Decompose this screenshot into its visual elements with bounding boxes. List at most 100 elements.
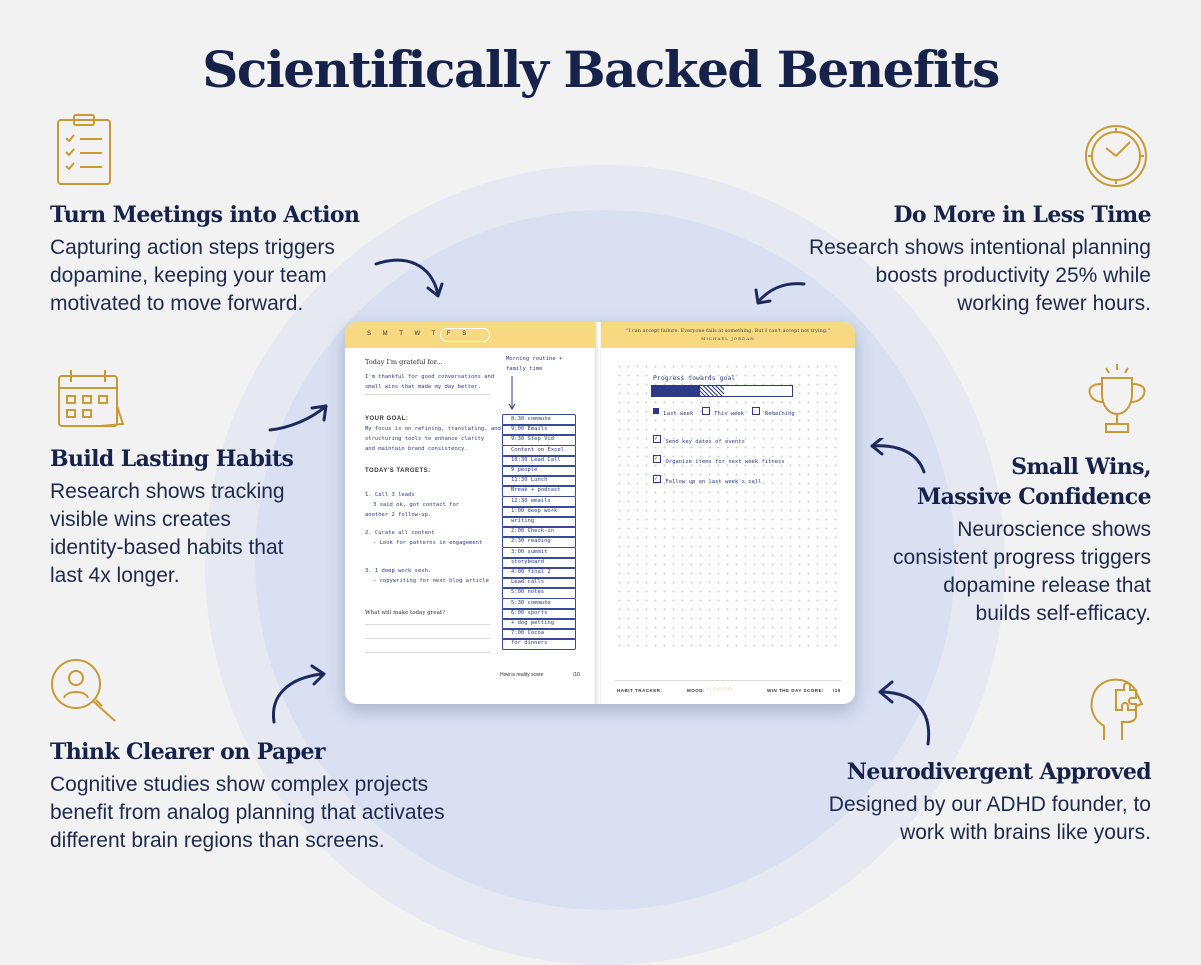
- schedule-slot: Lead calls: [502, 577, 576, 590]
- rule: [365, 652, 490, 653]
- benefit-turn-meetings: Turn Meetings into Action Capturing acti…: [50, 200, 410, 318]
- benefit-heading: Build Lasting Habits: [50, 446, 294, 472]
- schedule-entry: 3:00 summit: [511, 548, 548, 555]
- arrow-to-planner-4: [870, 438, 926, 474]
- schedule-entry: 6:00 sports: [511, 609, 548, 616]
- schedule-entry: 9:00 Emails: [511, 426, 548, 433]
- arrow-to-planner-3: [268, 404, 328, 432]
- target-item: 3. 1 deep work sesh.: [365, 568, 432, 574]
- day-score-denominator: /10: [573, 672, 580, 678]
- schedule-entry: 5:30 commute: [511, 599, 551, 606]
- mood-label: MOOD:: [687, 688, 705, 693]
- schedule-entry: writing: [511, 518, 535, 524]
- schedule-slot: 9 people: [502, 465, 576, 477]
- benefit-heading: Neurodivergent Approved: [846, 759, 1152, 785]
- schedule-slot: Content on Excel: [502, 444, 576, 457]
- schedule-entry: 10:30 Lead Call: [511, 456, 561, 463]
- date-pill: [440, 328, 490, 342]
- schedule-slot: 10:30 Lead Call: [502, 454, 576, 467]
- schedule-slot: storyboard: [502, 556, 576, 569]
- benefit-think-clearer: Think Clearer on Paper Cognitive studies…: [50, 737, 520, 855]
- schedule-entry: Break + podcast: [511, 487, 561, 494]
- target-item: another 2 follow-up.: [365, 512, 432, 518]
- mood-icons: ○○○○○: [707, 686, 734, 693]
- schedule-slot: 2:30 reading: [502, 536, 576, 549]
- schedule-arrow: [508, 376, 516, 410]
- magnifier-person-icon: [51, 659, 116, 722]
- weekday-letters: S M T W T F S: [367, 331, 472, 337]
- goal-text: and maintain brand consistency.: [365, 446, 468, 452]
- benefit-heading: Do More in Less Time: [893, 202, 1151, 228]
- schedule-entry: for dinners: [511, 640, 548, 647]
- benefit-small-wins: Small Wins,Massive Confidence Neuroscien…: [851, 452, 1152, 628]
- schedule-slot: 2:00 Check-in: [502, 526, 576, 539]
- grateful-text: small wins that made my day better.: [365, 384, 481, 390]
- benefit-heading: Small Wins,Massive Confidence: [916, 454, 1152, 510]
- schedule-slot: 8:30 commute: [502, 414, 576, 426]
- progress-this-week: [700, 386, 724, 396]
- schedule-entry: 12:30 emails: [511, 497, 551, 504]
- schedule-entry: 5:00 notes: [511, 589, 545, 596]
- win-score-denominator: /10: [833, 688, 841, 693]
- schedule-slot: 5:00 notes: [502, 587, 576, 600]
- target-item: 2. Curate all content: [365, 530, 435, 536]
- schedule-slot: Break + podcast: [502, 485, 576, 498]
- benefit-heading: Turn Meetings into Action: [50, 202, 360, 228]
- progress-title: Progress towards goal: [653, 374, 736, 382]
- progress-legend: Last week This week Remaining: [653, 402, 795, 420]
- day-score-label: How is reality score: [500, 672, 544, 678]
- planner-bottom-bar: HABIT TRACKER: MOOD: ○○○○○ WIN THE DAY S…: [601, 676, 855, 704]
- schedule-entry: Morning routine +: [506, 356, 563, 362]
- trophy-icon: [1088, 364, 1146, 433]
- clipboard-checklist-icon: [57, 114, 111, 185]
- planner-left-page: S M T W T F S Today I'm grateful for... …: [345, 322, 597, 704]
- benefit-lasting-habits: Build Lasting Habits Research shows trac…: [50, 444, 350, 590]
- arrow-to-planner-1: [374, 258, 444, 298]
- calendar-icon: [58, 370, 125, 427]
- schedule-entry: Lead calls: [511, 579, 545, 586]
- grateful-label: Today I'm grateful for...: [365, 358, 443, 366]
- goal-text: structuring tools to enhance clarity: [365, 436, 485, 442]
- rule: [365, 638, 490, 639]
- check-item: ✓ Follow up on last week's call: [653, 474, 762, 485]
- schedule-entry: 11:30 Lunch: [511, 477, 548, 484]
- clock-icon: [1085, 125, 1147, 187]
- quote: "I can accept failure. Everyone fails at…: [626, 328, 830, 341]
- arrow-to-planner-6: [878, 680, 931, 746]
- benefit-heading: Think Clearer on Paper: [50, 739, 325, 765]
- targets-label: TODAY'S TARGETS:: [365, 468, 431, 474]
- target-item: 1. Call 3 leads: [365, 492, 415, 498]
- page-title: Scientifically Backed Benefits: [202, 40, 1000, 99]
- schedule-slot: 3:00 summit: [502, 546, 576, 559]
- goal-label: YOUR GOAL:: [365, 416, 409, 422]
- check-item: ✓ Send key dates of events: [653, 434, 745, 445]
- schedule-slot: 9:00 Emails: [502, 424, 576, 437]
- schedule-entry: 2:00 Check-in: [511, 528, 555, 535]
- target-item: - Look for patterns in engagement: [373, 540, 483, 546]
- schedule-slot: 7:00 Cocoa: [502, 628, 576, 641]
- target-item: 3 said ok, got contact for: [373, 502, 460, 508]
- schedule-entry: 1:00 deep work: [511, 507, 558, 514]
- checklist: ✓ Send key dates of events ✓ Organize it…: [653, 430, 785, 488]
- schedule-entry: + dog petting: [511, 620, 555, 626]
- head-puzzle-icon: [1090, 678, 1144, 740]
- arrow-to-planner-5: [271, 664, 326, 724]
- goal-text: My focus is on refining, translating, an…: [365, 426, 501, 432]
- planner-header-bar: "I can accept failure. Everyone fails at…: [601, 322, 855, 348]
- schedule-slot: 1:00 deep work: [502, 505, 576, 518]
- progress-bar: [651, 385, 793, 397]
- schedule-slot: 4:00 final 2: [502, 567, 576, 579]
- benefit-do-more: Do More in Less Time Research shows inte…: [740, 200, 1152, 318]
- schedule-slot: 5:30 commute: [502, 597, 576, 610]
- progress-last-week: [652, 386, 700, 396]
- win-score-label: WIN THE DAY SCORE:: [767, 688, 825, 693]
- schedule-entry: 2:30 reading: [511, 538, 551, 545]
- schedule-entry: 9 people: [511, 467, 538, 473]
- schedule-entry: 8:30 commute: [511, 416, 551, 422]
- rule: [365, 394, 490, 395]
- schedule-entry: 9:30 Step Vid: [511, 436, 555, 443]
